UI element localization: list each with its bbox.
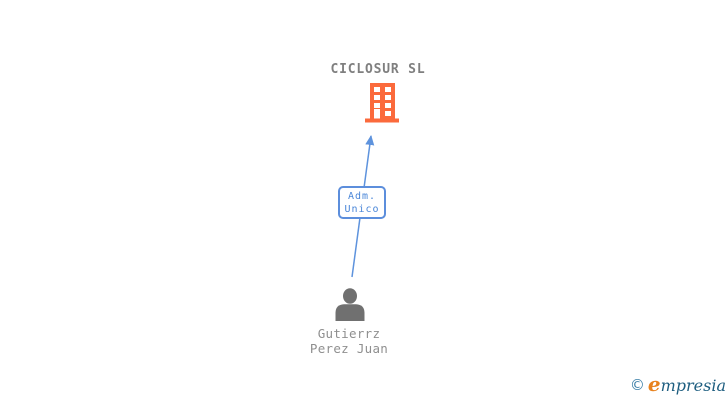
person-name-line2: Perez Juan [309,341,389,356]
brand-rest: mpresia [660,376,726,395]
person-name[interactable]: Gutierrz Perez Juan [310,326,388,356]
person-icon[interactable] [334,288,366,322]
company-name[interactable]: CICLOSUR SL [330,62,426,77]
brand-initial: e [647,372,661,396]
copyright-symbol: © [629,376,645,394]
relationship-label-line2: Unico [344,203,380,215]
empresia-logo[interactable]: ©empresia [630,372,726,396]
person-name-line1: Gutierrz [317,326,381,341]
relationship-label-box: Adm. Unico [338,186,386,219]
relationship-label-line1: Adm. [347,190,377,202]
building-icon[interactable] [364,81,400,123]
